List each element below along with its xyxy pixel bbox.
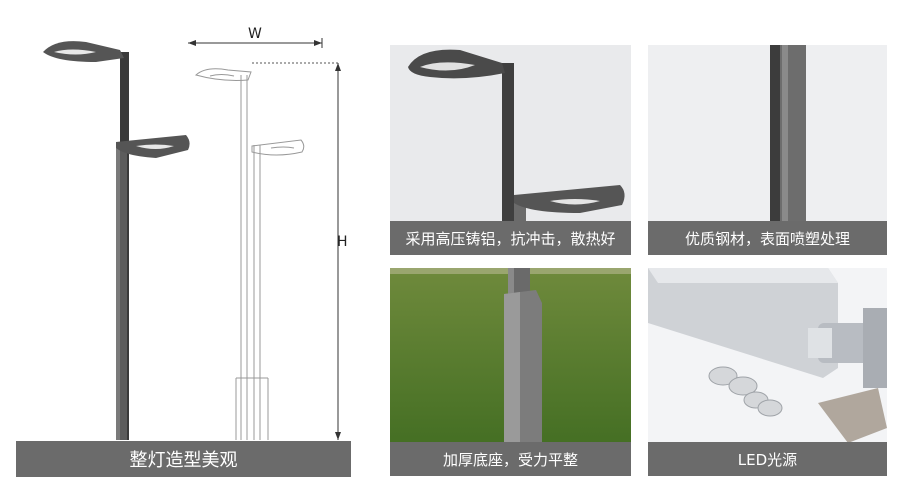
panel-caption-led: LED光源	[648, 442, 887, 476]
panel-led: LED光源	[648, 268, 887, 476]
led-module-photo	[648, 268, 887, 476]
main-caption: 整灯造型美观	[16, 441, 351, 477]
base-photo	[390, 268, 631, 476]
panel-lamp-heads: 采用高压铸铝，抗冲击，散热好	[390, 45, 631, 255]
main-panel: W H 整灯造型美观	[16, 0, 351, 477]
steel-pole-photo	[648, 45, 887, 255]
height-label: H	[337, 234, 348, 250]
panel-steel-pole: 优质钢材，表面喷塑处理	[648, 45, 887, 255]
lamp-heads-photo	[390, 45, 631, 255]
panel-caption-heads: 采用高压铸铝，抗冲击，散热好	[390, 221, 631, 255]
panel-base: 加厚底座，受力平整	[390, 268, 631, 476]
panel-caption-base: 加厚底座，受力平整	[390, 442, 631, 476]
width-label: W	[248, 26, 262, 42]
panel-caption-steel: 优质钢材，表面喷塑处理	[648, 221, 887, 255]
lamp-product-illustration	[43, 38, 341, 440]
